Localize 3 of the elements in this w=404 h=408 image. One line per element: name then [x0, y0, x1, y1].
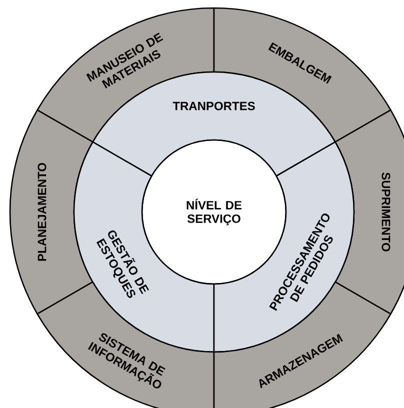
ring-segment: SUPRIMENTO [334, 109, 404, 315]
node-label: SUPRIMENTO [382, 172, 390, 252]
ring-segment: PLANEJAMENTO [9, 109, 94, 315]
